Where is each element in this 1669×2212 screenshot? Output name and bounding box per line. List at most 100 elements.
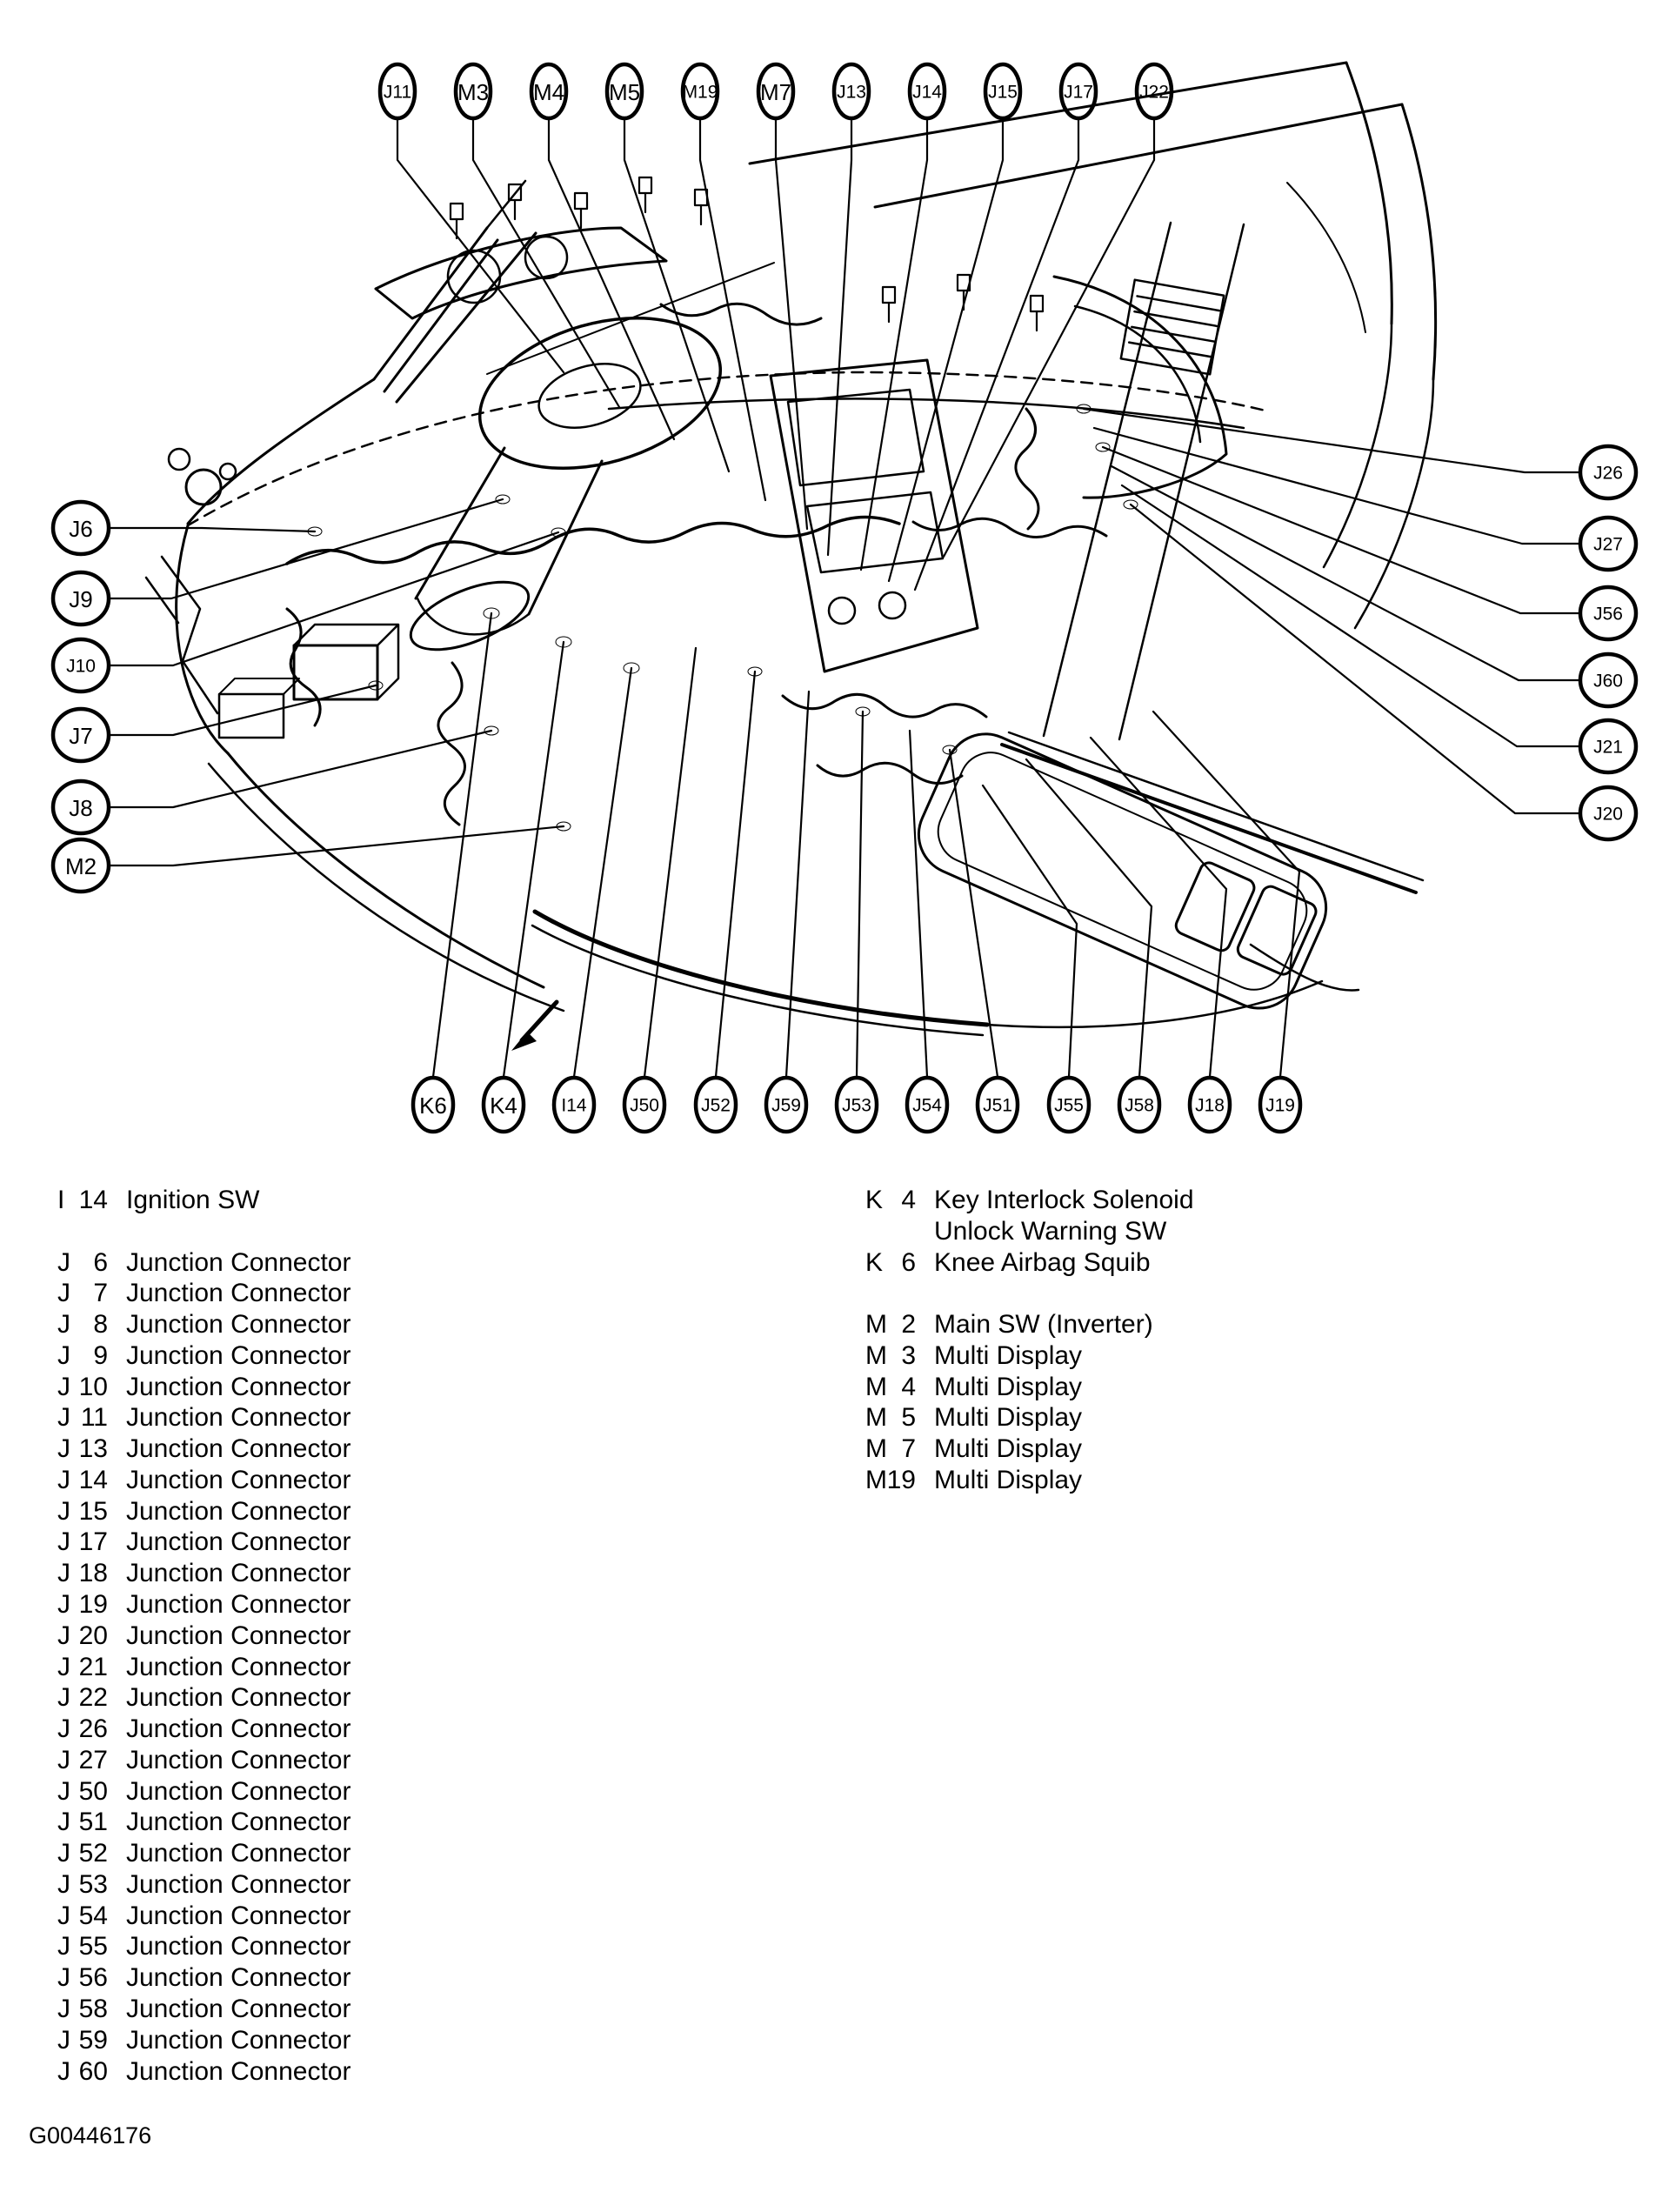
callout-circle [693,1075,738,1134]
legend-code-letter: M [865,1341,887,1370]
callout-circle [1578,652,1639,709]
callout-label: K4 [490,1093,517,1119]
callout-J26: J26 [1082,407,1639,501]
callout-label: K6 [419,1093,447,1119]
callout-M2: M2 [50,825,565,894]
callout-label: M19 [683,83,718,103]
legend-code-letter: J [57,1683,70,1712]
legend-code-letter: M [865,1310,887,1339]
legend-description: Junction Connector [126,1870,351,1899]
legend-code-letter: J [57,1373,70,1401]
callout-label: I14 [561,1096,587,1116]
callout-J53: J53 [834,710,879,1134]
callout-circle [834,1075,879,1134]
callout-K4: K4 [481,640,565,1134]
callout-label: J17 [1064,83,1093,103]
legend-code-number: 9 [93,1341,108,1370]
legend-description: Multi Display [934,1434,1083,1463]
callout-label: J20 [1593,805,1623,825]
leader-line [1089,736,1228,1079]
legend-code-letter: J [57,1310,70,1339]
legend-code-number: 17 [78,1527,108,1556]
connector-location-diagram: J11M3M4M5M19M7J13J14J15J17J22K6K4I14J50J… [50,61,1639,1134]
legend-code-letter: J [57,1932,70,1961]
callout-M19: M19 [680,62,767,502]
callout-J52: J52 [693,670,757,1134]
callout-M3: M3 [453,62,621,409]
legend-code-letter: J [57,1279,70,1307]
callout-circle [1578,515,1639,572]
legend-code-number: 7 [901,1434,916,1463]
legend-code-number: 22 [78,1683,108,1712]
leader-line [1152,710,1301,1079]
leader-line [714,670,757,1079]
legend-code-letter: I [57,1186,65,1214]
legend-description: Junction Connector [126,1248,351,1277]
leader-line [908,729,929,1079]
legend-code-letter: J [57,2057,70,2086]
legend-code-number: 21 [78,1653,108,1681]
legend-description: Junction Connector [126,1683,351,1712]
callout-label: J54 [912,1096,942,1116]
callout-circle [1117,1075,1162,1134]
callout-J54: J54 [905,729,950,1134]
legend-code-letter: J [57,1963,70,1992]
legend-description: Junction Connector [126,1808,351,1836]
callout-J7: J7 [50,684,377,764]
callout-label: M4 [533,79,564,105]
callout-circle [1134,62,1174,121]
leader-line [913,117,1080,591]
callout-J21: J21 [1120,484,1639,775]
legend-code-letter: M [865,1466,887,1494]
leader-line [942,117,1156,558]
callout-J19: J19 [1152,710,1303,1134]
leader-line [471,117,621,409]
leader-line [826,117,853,557]
callout-label: J51 [983,1096,1012,1116]
leader-line [948,748,999,1079]
callout-label: J58 [1125,1096,1154,1116]
callout-label: J10 [66,657,96,677]
callout-label: J53 [842,1096,871,1116]
legend-code-number: 5 [901,1403,916,1432]
callout-label: J9 [69,586,92,612]
callout-label: J19 [1265,1096,1295,1116]
callout-circle [1578,585,1639,642]
legend-description: Junction Connector [126,1963,351,1992]
leader-line [1110,464,1582,682]
legend-code-letter: J [57,1590,70,1619]
callout-J56: J56 [1101,445,1639,642]
callout-M7: M7 [756,62,809,531]
legend-code-letter: J [57,1621,70,1650]
callout-label: J13 [837,83,866,103]
leader-line [1092,426,1582,545]
legend-description: Junction Connector [126,1527,351,1556]
callout-K6: K6 [411,611,493,1134]
legend-code-letter: J [57,1527,70,1556]
legend-code-letter: J [57,1808,70,1836]
leader-line [981,784,1078,1079]
legend-code-letter: M [865,1373,887,1401]
legend-description: Junction Connector [126,1621,351,1650]
callout-I14: I14 [551,666,633,1134]
legend-code-letter: J [57,1341,70,1370]
